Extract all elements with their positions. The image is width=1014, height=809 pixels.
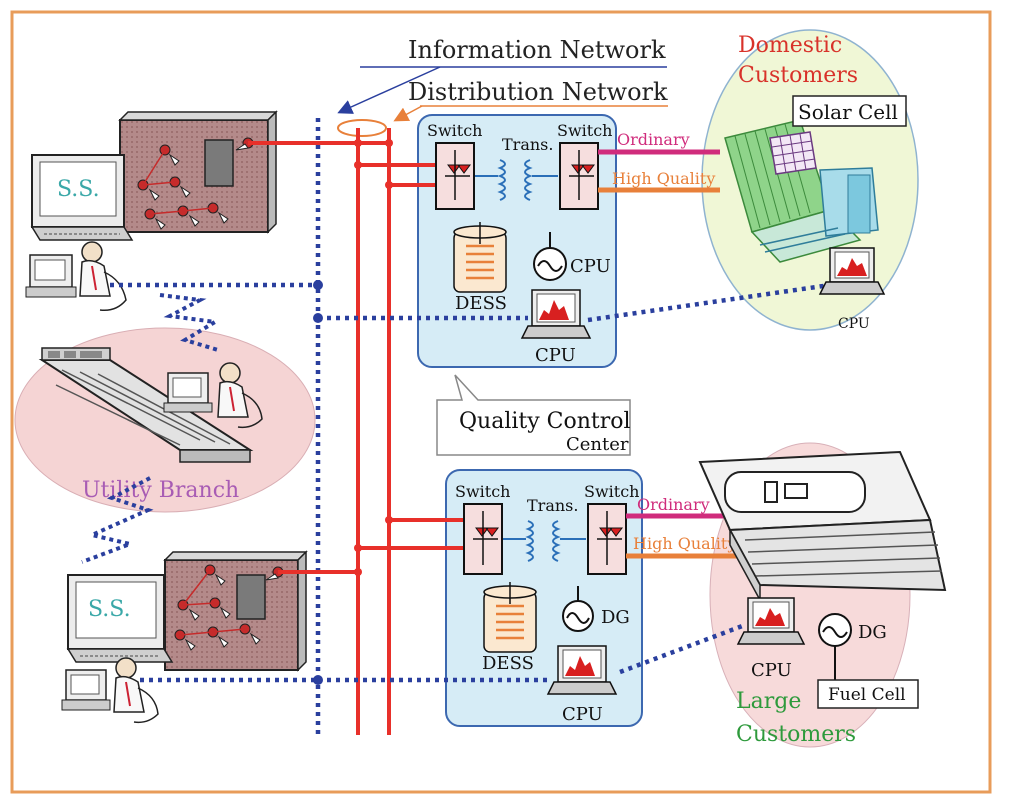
information-network-arrow [337,66,441,114]
large-customers-title-2: Customers [736,722,856,747]
bus-node [354,544,362,552]
lower-unit-cpu-icon [546,645,618,695]
upper-switch-left-icon [435,142,475,210]
lower-ordinary-label: Ordinary [637,495,710,514]
fuel-cell-callout [817,679,919,709]
upper-ordinary-label: Ordinary [617,130,690,149]
bus-node [354,568,362,576]
domestic-customers-title-1: Domestic [738,33,842,58]
utility-branch-operator-icon [163,362,263,429]
large-cpu-info-link [619,622,746,675]
bus-node [385,516,393,524]
information-network-label: Information Network [408,36,666,64]
upper-high-quality-label: High Quality [612,169,715,188]
upper-trans-label: Trans. [502,135,553,154]
lower-generator-dg-label: DG [601,607,630,628]
fuel-cell-label: Fuel Cell [828,685,906,705]
lower-operator-icon [61,657,159,724]
utility-branch-label: Utility Branch [82,478,239,503]
quality-control-center-label-2: Center [566,434,629,455]
lower-transformer-icon [503,520,586,562]
lower-ss-label: S.S. [88,597,131,622]
upper-transformer-icon [475,159,558,201]
distribution-network-arrow [393,105,423,122]
solar-cell-icon [769,131,817,175]
lower-generator-icon [562,586,594,632]
upper-dess-icon [453,222,507,293]
bus-node [385,139,393,147]
lower-dess-label: DESS [482,653,534,674]
solar-cell-label: Solar Cell [798,100,898,124]
domestic-customers-title-2: Customers [738,63,858,88]
upper-unit-cpu-label: CPU [535,345,576,366]
lower-high-quality-label: High Quality [633,534,736,553]
lower-switch-right-label: Switch [584,482,639,501]
large-cpu-icon [736,597,806,645]
utility-branch-equipment [38,347,254,463]
quality-control-center-label-1: Quality Control [459,409,631,434]
lower-switch-left-icon [463,503,503,575]
large-generator-dg-label: DG [858,622,887,643]
upper-wireless-link [159,293,221,352]
quality-control-center-callout [436,374,631,456]
lower-substation [163,550,308,672]
upper-generator-icon [533,232,567,281]
bus-node [354,161,362,169]
upper-switch-right-icon [559,142,599,210]
lower-trans-label: Trans. [527,496,578,515]
large-generator-icon [818,613,852,680]
lower-unit-cpu-label: CPU [562,704,603,725]
domestic-cpu-label: CPU [838,316,870,332]
large-building-icon [698,450,947,601]
large-cpu-label: CPU [751,660,792,681]
solar-cell-callout [792,95,907,127]
upper-unit-cpu-icon [520,289,592,339]
upper-operator-icon [25,241,127,312]
bus-node [354,139,362,147]
lower-ss-monitor [66,574,174,663]
upper-ss-label: S.S. [57,177,100,202]
upper-dess-label: DESS [455,293,507,314]
large-customers-title-1: Large [736,689,801,714]
upper-substation [118,110,278,234]
distribution-network-label: Distribution Network [408,78,668,106]
outer-frame [10,10,992,794]
domestic-cpu-icon [818,247,886,295]
upper-switch-left-label: Switch [427,121,482,140]
upper-ss-monitor [30,154,134,241]
distribution-bus-marker [337,119,387,137]
lower-wireless-link [81,476,154,564]
upper-generator-cpu-label: CPU [570,256,611,277]
lower-switch-left-label: Switch [455,482,510,501]
bus-node [385,181,393,189]
lower-dess-icon [483,582,537,653]
lower-switch-right-icon [587,503,627,575]
upper-switch-right-label: Switch [557,121,612,140]
info-node [313,280,323,290]
